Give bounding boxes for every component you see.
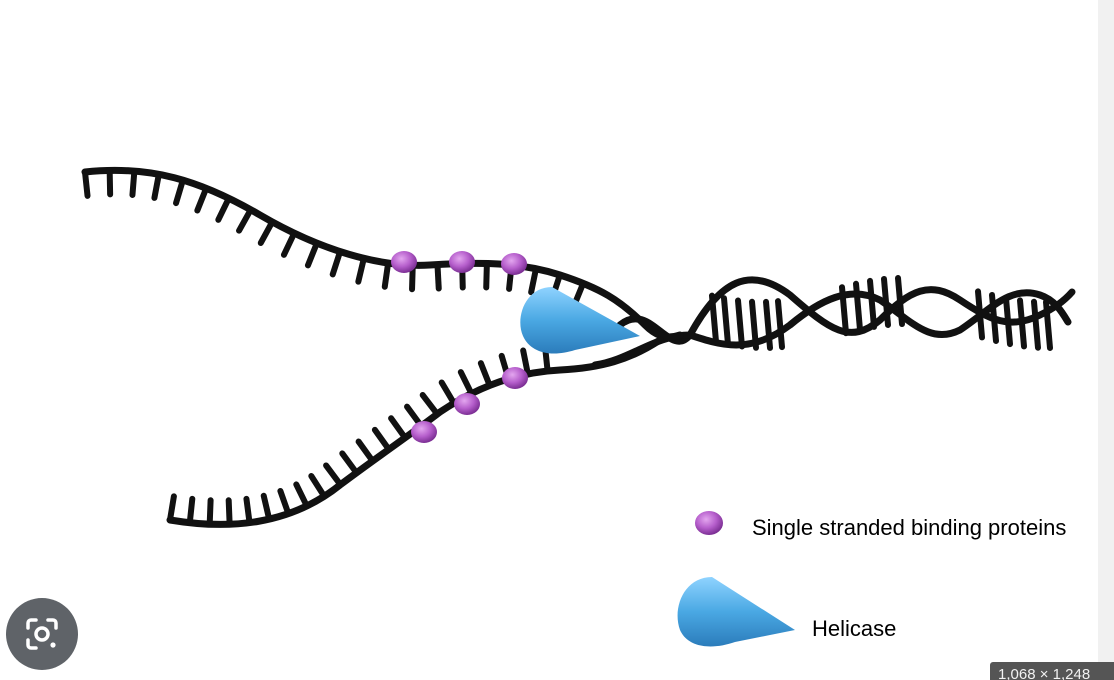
base-tooth (419, 392, 441, 418)
ssb-protein (501, 253, 527, 275)
base-tooth (434, 261, 442, 292)
image-size-badge: 1,068 × 1,248 (990, 662, 1114, 680)
base-tooth (438, 379, 457, 407)
base-tooth (236, 206, 254, 234)
upper-strand-backbone (81, 166, 684, 341)
base-tooth (260, 492, 273, 523)
base-tooth (215, 195, 232, 223)
base-pair (721, 295, 731, 348)
base-tooth (206, 497, 214, 528)
base-tooth (477, 360, 493, 389)
legend-helicase-swatch (677, 577, 795, 647)
base-tooth (293, 481, 310, 509)
helicase-enzyme (520, 287, 640, 354)
base-tooth (457, 369, 475, 397)
base-tooth (304, 240, 320, 269)
legend-helicase-label: Helicase (812, 616, 896, 641)
lower-single-strand (166, 336, 664, 528)
base-tooth (280, 230, 298, 258)
base-tooth (329, 248, 344, 278)
double-helix (591, 275, 1076, 369)
base-tooth (167, 493, 177, 523)
ssb-protein (391, 251, 417, 273)
scrollbar-track[interactable] (1098, 0, 1114, 680)
ssb-proteins (391, 251, 528, 443)
base-tooth (355, 255, 367, 285)
base-tooth (371, 426, 392, 453)
base-pair (775, 298, 785, 351)
base-tooth (257, 218, 276, 246)
legend-ssb-label: Single stranded binding proteins (752, 515, 1066, 540)
base-pair (1031, 298, 1041, 351)
lower-strand-bases (167, 344, 551, 528)
lens-search-button[interactable] (6, 598, 78, 670)
base-tooth (82, 169, 91, 199)
base-tooth (194, 185, 210, 214)
base-tooth (355, 438, 376, 465)
base-tooth (381, 260, 392, 290)
upper-strand-bases (82, 167, 587, 309)
base-tooth (323, 462, 344, 488)
base-tooth (243, 495, 253, 526)
base-tooth (388, 415, 409, 441)
legend-ssb-swatch (695, 511, 723, 535)
base-tooth (483, 260, 490, 291)
helix-strand-b (591, 289, 1072, 369)
legend: Single stranded binding proteins Helicas… (677, 511, 1066, 647)
ssb-protein (502, 367, 528, 389)
ssb-protein (449, 251, 475, 273)
base-tooth (225, 497, 233, 528)
google-lens-icon (26, 618, 58, 650)
base-pair (867, 277, 877, 330)
ssb-protein (411, 421, 437, 443)
base-tooth (186, 495, 196, 526)
base-tooth (339, 450, 360, 476)
base-tooth (129, 168, 138, 198)
base-pair (735, 297, 745, 350)
base-tooth (173, 177, 186, 207)
base-tooth (151, 171, 162, 201)
base-tooth (528, 265, 539, 296)
base-tooth (308, 473, 328, 500)
ssb-protein (454, 393, 480, 415)
base-tooth (277, 487, 292, 517)
base-tooth (520, 347, 531, 378)
